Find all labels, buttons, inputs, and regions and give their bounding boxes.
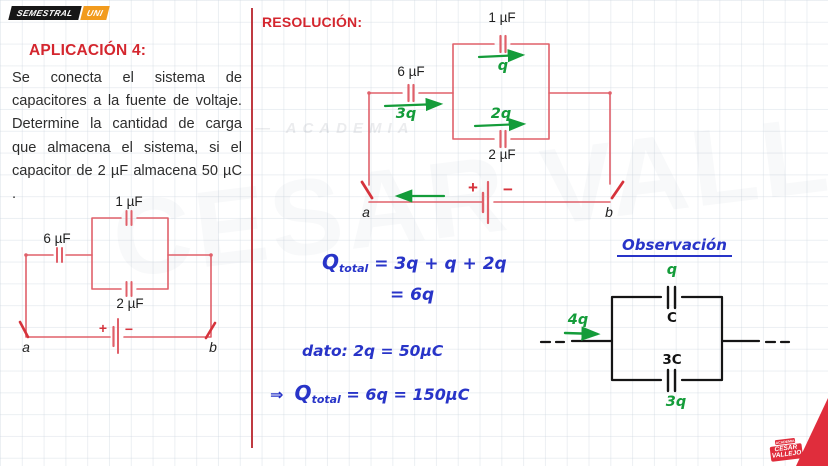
capacitor-1uF-symbol (499, 34, 507, 54)
problem-line: que almacena el sistema, si el (12, 139, 242, 156)
problem-text: Se conecta el sistema de capacitores a l… (12, 67, 242, 206)
obs-cap-bottom-label: 3C (662, 352, 682, 368)
capacitor-1uF-symbol (125, 210, 133, 226)
cap-bottom-label: 2 µF (116, 296, 144, 311)
problem-title: APLICACIÓN 4: (29, 42, 147, 59)
observation-circuit-diagram: q C 3C 3q 4q (535, 258, 795, 418)
charge-left-label: 3q (395, 106, 417, 122)
cap-left-label: 6 µF (397, 64, 425, 79)
battery-minus-label: − (124, 321, 134, 337)
work-line-2: = 6q (390, 285, 435, 305)
capacitor-2uF-symbol (499, 129, 507, 149)
node-b-label: b (209, 339, 217, 355)
q-total-symbol: Q (322, 250, 340, 274)
cap-bottom-label: 2 µF (488, 147, 516, 162)
logo-name-text: CESAR VALLEJO (769, 442, 804, 462)
solution-title: RESOLUCIÓN: (262, 14, 363, 30)
node-b-label: b (605, 204, 613, 220)
capacitor-6uF-symbol (407, 83, 415, 103)
node-a-label: a (22, 339, 30, 355)
cap-top-label: 1 µF (115, 194, 143, 209)
battery-plus-label: + (468, 178, 478, 197)
course-badge: SEMESTRAL UNI (8, 6, 110, 20)
capacitor-6uF-symbol (56, 247, 63, 263)
obs-charge-in: 4q (567, 312, 589, 328)
panel-divider (251, 8, 254, 448)
node-a-label: a (362, 204, 370, 220)
badge-uni: UNI (80, 6, 110, 20)
work-line-1: Qtotal = 3q + q + 2q (322, 250, 507, 275)
academy-logo: ACADEMIA CESAR VALLEJO (769, 437, 804, 462)
charge-arrow-bottom (473, 118, 527, 132)
left-circuit-diagram: 1 µF 6 µF 2 µF + − a b (0, 188, 240, 363)
obs-charge-bottom: 3q (665, 394, 687, 410)
observation-title: Observación (617, 236, 732, 257)
cap-top-label: 1 µF (488, 10, 516, 25)
dato-label: dato: (302, 342, 348, 360)
work-line-3: dato: 2q = 50µC (302, 342, 444, 360)
obs-cap-top-label: C (667, 310, 677, 326)
obs-charge-top: q (666, 262, 678, 278)
problem-line: Se conecta el sistema de (12, 70, 242, 86)
capacitor-2uF-symbol (125, 281, 133, 297)
problem-line: capacitor de 2 µF almacena 50 µC . (12, 162, 242, 203)
problem-line: Determine la cantidad de carga (12, 116, 242, 133)
capacitor-C-symbol (666, 285, 677, 310)
work-line-4: ⇒ Qtotal = 6q = 150µC (270, 381, 470, 406)
battery-symbol (481, 180, 490, 225)
battery-plus-label: + (98, 320, 108, 336)
cap-left-label: 6 µF (43, 231, 71, 246)
capacitor-3C-symbol (666, 368, 677, 393)
resolution-circuit-wires (360, 34, 625, 225)
q-total-symbol: Q (294, 381, 312, 405)
charge-top-label: q (497, 58, 509, 74)
observation-circuit-wires (539, 285, 791, 393)
badge-semestral: SEMESTRAL (8, 6, 82, 20)
implies-arrow: ⇒ (270, 385, 284, 404)
battery-minus-label: − (503, 180, 513, 199)
watermark-academia: — ACADEMIA (255, 120, 415, 137)
charge-bottom-label: 2q (490, 106, 512, 122)
battery-symbol (112, 318, 119, 354)
charge-arrow-top (477, 49, 526, 63)
problem-line: capacitores a la fuente de voltaje. (12, 93, 242, 110)
left-circuit-wires (18, 210, 217, 354)
charge-in-arrow (563, 326, 601, 341)
resolution-circuit-diagram: 1 µF q 6 µF 3q 2q 2 µF + − a b (340, 0, 640, 232)
charge-arrow-left (383, 97, 444, 112)
